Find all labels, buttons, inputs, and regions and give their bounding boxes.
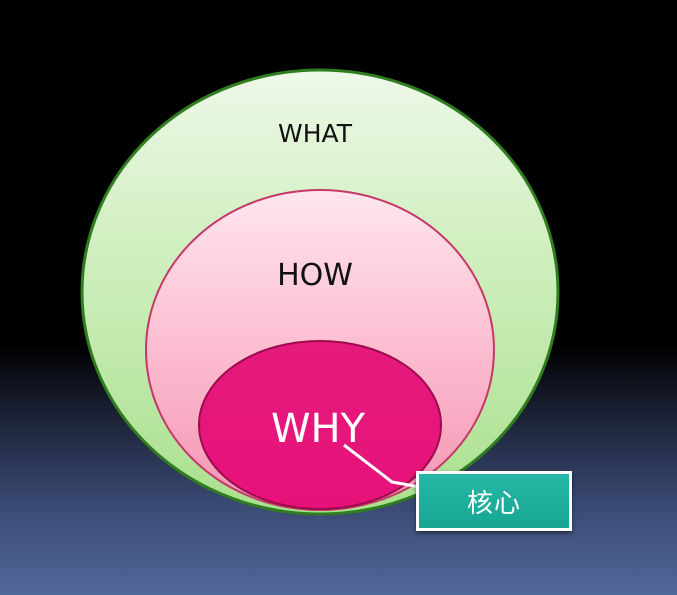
callout-connector [343,443,421,489]
inner-circle-why [198,340,442,510]
what-label: WHAT [278,119,353,148]
callout-label: 核心 [466,488,521,519]
why-label: WHY [271,406,366,452]
callout-box: 核心 [416,471,572,531]
how-label: HOW [277,258,353,293]
